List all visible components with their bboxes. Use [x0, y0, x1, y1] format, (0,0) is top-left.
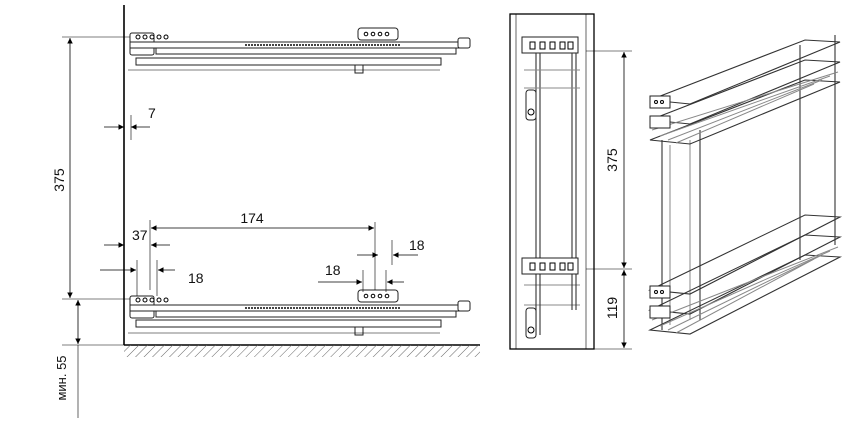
- dim-rail-spacing: 375: [51, 36, 130, 300]
- basket-lower-shelf: [648, 214, 843, 335]
- dim-min-height-label: мин. 55: [54, 355, 69, 400]
- dim-side-bottom-offset: 119: [594, 270, 632, 350]
- dim-hole-left-label: 18: [188, 270, 204, 286]
- front-view: 375 7 174 37 18: [51, 5, 480, 418]
- dim-hole-right-label: 18: [409, 237, 425, 253]
- dim-side-rail-spacing-label: 375: [604, 148, 620, 172]
- side-rails: [524, 53, 580, 335]
- side-view-frame: [509, 13, 595, 350]
- upper-rail: [128, 27, 471, 74]
- dim-side-gap: 7: [104, 105, 156, 140]
- basket-illustration: [648, 35, 843, 335]
- dim-hole-right: 18: [357, 237, 425, 265]
- dim-rail-spacing-label: 375: [51, 168, 67, 192]
- side-upper-bracket: [521, 36, 579, 121]
- side-lower-bracket: [521, 257, 579, 339]
- dim-hole-span-label: 174: [240, 210, 264, 226]
- side-view: 375 119: [509, 13, 632, 350]
- dim-min-height: мин. 55: [54, 300, 124, 418]
- dim-hole-center-label: 18: [325, 262, 341, 278]
- dim-side-gap-label: 7: [148, 105, 156, 121]
- dim-hole-span: 174: [149, 210, 376, 290]
- dim-hole-center: 18: [318, 262, 404, 292]
- dim-front-offset: 37: [104, 227, 170, 248]
- dim-front-offset-label: 37: [132, 227, 148, 243]
- dim-hole-left: 18: [100, 260, 204, 296]
- floor-hatch: [124, 344, 480, 357]
- lower-rail: [128, 289, 471, 336]
- dim-side-rail-spacing: 375: [586, 50, 632, 270]
- basket-upper-shelf: [649, 39, 841, 145]
- dim-side-bottom-offset-label: 119: [604, 297, 620, 320]
